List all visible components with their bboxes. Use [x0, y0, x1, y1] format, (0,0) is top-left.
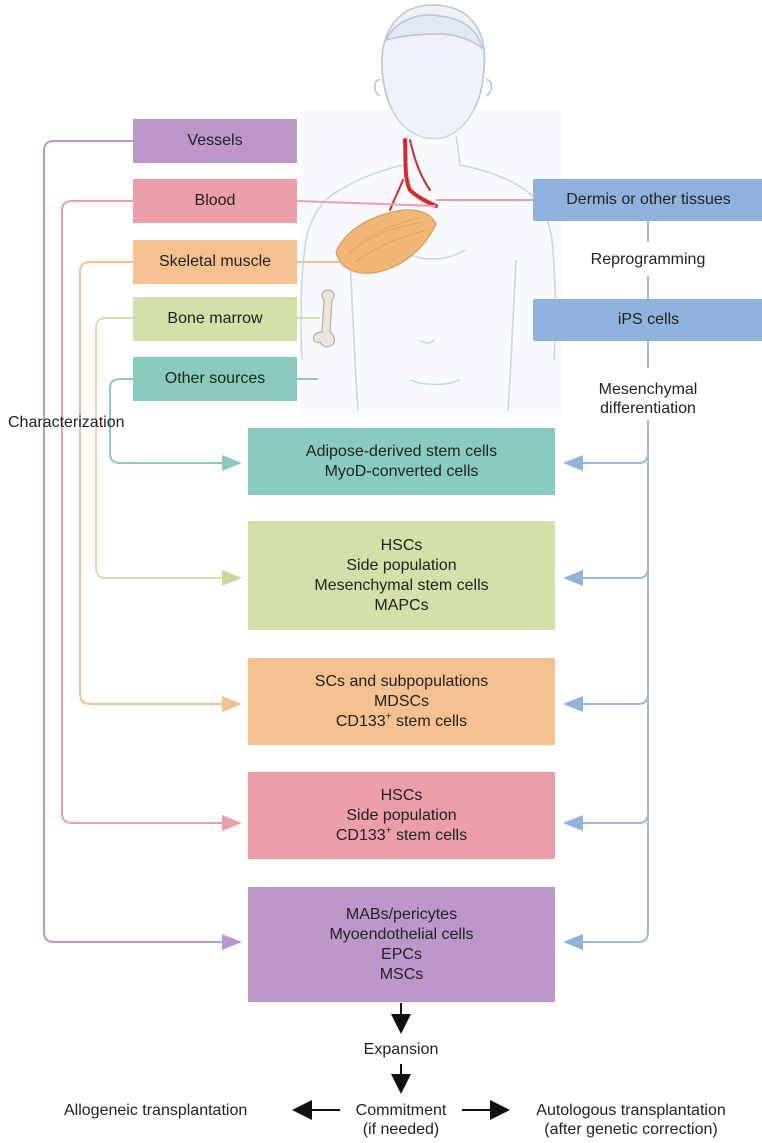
- cell-box-blood: HSCs Side population CD133+ stem cells: [248, 772, 555, 859]
- blood-connector: [61, 200, 242, 831]
- cell-line: EPCs: [381, 945, 422, 963]
- allogeneic-label: Allogeneic transplantation: [64, 1102, 248, 1119]
- characterization-connectors: [43, 140, 242, 950]
- cell-box-vessels: MABs/pericytes Myoendothelial cells EPCs…: [248, 887, 555, 1002]
- source-body-links: [296, 199, 533, 380]
- blood-vessel-illustration: [389, 138, 438, 211]
- cell-line: CD133+ stem cells: [336, 712, 467, 732]
- vessels-connector: [43, 140, 242, 950]
- cell-box-other-sources: Adipose-derived stem cells MyoD-converte…: [248, 428, 555, 495]
- cell-line: HSCs: [380, 786, 423, 804]
- superscript-plus: +: [385, 825, 392, 837]
- commitment-line1: Commitment: [355, 1102, 447, 1119]
- commitment-label: Commitment (if needed): [341, 1101, 461, 1139]
- source-box-vessels: Vessels: [133, 119, 297, 163]
- outcome-arrows: [292, 1003, 510, 1120]
- stem-cells-text: stem cells: [395, 712, 468, 730]
- source-box-other-sources: Other sources: [133, 357, 297, 401]
- reprogramming-label: Reprogramming: [590, 251, 706, 268]
- commitment-line2: (if needed): [362, 1121, 440, 1138]
- bone-illustration: [312, 289, 336, 348]
- cell-line: MSCs: [379, 965, 424, 983]
- cell-line: MABs/pericytes: [345, 905, 458, 923]
- cell-line: CD133+ stem cells: [336, 826, 467, 846]
- expansion-label: Expansion: [363, 1041, 439, 1058]
- cd133-text: CD133: [335, 712, 386, 730]
- mesenchymal-line1: Mesenchymal: [598, 381, 698, 398]
- cell-line: Side population: [346, 806, 457, 824]
- mesenchymal-line2: differentiation: [600, 400, 696, 417]
- source-box-bone-marrow: Bone marrow: [133, 297, 297, 341]
- source-box-skeletal-muscle: Skeletal muscle: [133, 240, 297, 284]
- autologous-line1: Autologous transplantation: [536, 1102, 726, 1119]
- cell-line: MAPCs: [374, 596, 429, 614]
- cell-line: Mesenchymal stem cells: [314, 576, 489, 594]
- stem-cells-text: stem cells: [395, 826, 468, 844]
- cell-box-bone-marrow: HSCs Side population Mesenchymal stem ce…: [248, 521, 555, 630]
- reprogramming-connectors: [563, 221, 649, 950]
- cell-line: Myoendothelial cells: [329, 925, 474, 943]
- cell-box-skeletal-muscle: SCs and subpopulations MDSCs CD133+ stem…: [248, 658, 555, 745]
- cell-line: Side population: [346, 556, 457, 574]
- muscle-illustration: [335, 209, 437, 274]
- human-figure-illustration: [300, 4, 562, 415]
- cell-line: SCs and subpopulations: [314, 672, 489, 690]
- mesenchymal-differentiation-label: Mesenchymal differentiation: [568, 380, 728, 418]
- autologous-label: Autologous transplantation (after geneti…: [512, 1101, 750, 1139]
- dermis-box: Dermis or other tissues: [533, 179, 762, 221]
- cell-line: HSCs: [380, 536, 423, 554]
- ips-cells-box: iPS cells: [533, 299, 762, 341]
- cell-line: Adipose-derived stem cells: [305, 442, 498, 460]
- cell-line: MyoD-converted cells: [324, 462, 479, 480]
- superscript-plus: +: [385, 711, 392, 723]
- muscle-connector: [79, 261, 242, 712]
- characterization-label: Characterization: [8, 414, 125, 431]
- cell-line: MDSCs: [373, 692, 430, 710]
- source-box-blood: Blood: [133, 179, 297, 223]
- cd133-text: CD133: [335, 826, 386, 844]
- marrow-connector: [95, 317, 242, 586]
- autologous-line2: (after genetic correction): [544, 1121, 718, 1138]
- other-connector: [109, 378, 242, 471]
